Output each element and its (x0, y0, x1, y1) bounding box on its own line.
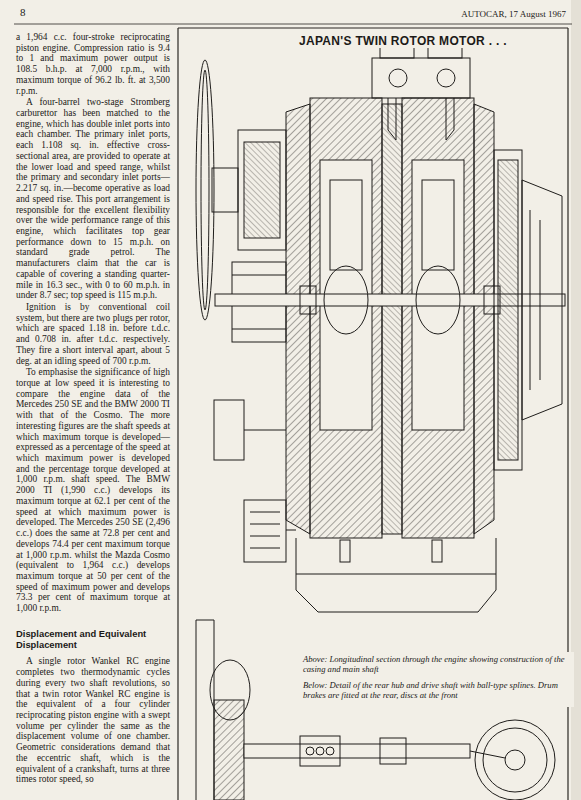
filter-rib (250, 512, 280, 513)
spline-ball (316, 747, 324, 755)
fan-hub (212, 168, 238, 212)
running-head: AUTOCAR, 17 August 1967 (360, 9, 566, 19)
body-text: a 1,964 c.c. four-stroke reciprocating p… (16, 32, 170, 96)
hub-flange (196, 620, 214, 800)
text-column: a 1,964 c.c. four-stroke reciprocating p… (16, 32, 170, 786)
carburettor (372, 58, 470, 98)
front-cover (286, 104, 310, 534)
clutch-plate (540, 220, 541, 380)
spline-ball (326, 747, 334, 755)
column-rule (177, 28, 178, 800)
figure-caption: Below: Detail of the rear hub and drive … (303, 680, 571, 701)
eccentric-lobe (416, 266, 460, 334)
filter-rib (250, 524, 280, 525)
frame-rule (178, 27, 568, 28)
inlet-port (446, 98, 447, 140)
rear-hub-detail (196, 620, 555, 800)
page-number: 8 (20, 6, 50, 18)
inlet-manifold (388, 98, 454, 140)
rear-rotor-housing (402, 98, 474, 538)
water-pump (244, 142, 280, 238)
figure-caption: Above: Longitudinal section through the … (303, 654, 571, 675)
body-text: A four-barrel two-stage Stromberg carbur… (16, 97, 170, 301)
article-title: JAPAN'S TWIN ROTOR MOTOR . . . (296, 34, 510, 48)
axle-end (470, 751, 505, 758)
intermediate-housing (382, 104, 402, 534)
oil-level (296, 574, 496, 575)
oil-filter (244, 500, 286, 562)
rear-cover (474, 104, 494, 534)
filter-rib (250, 548, 280, 549)
brake-shoe (483, 728, 547, 792)
longitudinal-section (196, 44, 565, 612)
inlet-port (396, 98, 397, 140)
filter-rib (250, 536, 280, 537)
pulley (238, 130, 286, 250)
body-text: To emphasise the significance of high to… (16, 367, 170, 614)
universal-joint (380, 738, 406, 764)
header-rule (14, 24, 572, 25)
flywheel-ring (498, 160, 518, 460)
disc-rim (210, 660, 250, 720)
fan-blade (201, 70, 209, 310)
body-text: Ignition is by conventional coil system,… (16, 302, 170, 366)
pulley-groove (232, 275, 286, 276)
ball-spline (300, 736, 340, 766)
distributor (214, 400, 244, 460)
section-heading: Displacement and Equivalent Displacement (16, 628, 170, 651)
brake-drum (475, 720, 555, 800)
clutch-plate (530, 210, 531, 390)
front-rotor-housing (310, 98, 382, 538)
choke-tube (437, 69, 455, 87)
spark-plug (340, 540, 350, 562)
hub-flange (196, 620, 197, 800)
oil-line (286, 530, 296, 531)
rotor-recess (422, 180, 454, 270)
drive-shaft (244, 744, 470, 758)
caption-block: Above: Longitudinal section through the … (300, 652, 574, 707)
spline-ball (306, 747, 314, 755)
pulley-groove (232, 329, 286, 330)
flywheel (494, 150, 522, 470)
spark-plug (432, 540, 442, 562)
clutch-housing (522, 180, 562, 420)
eccentric-lobe (324, 266, 368, 334)
main-bearing (300, 286, 316, 314)
choke-tube (389, 69, 407, 87)
body-text: A single rotor Wankel RC engine complete… (16, 656, 170, 785)
drum-centre (505, 750, 525, 770)
oil-pan (296, 538, 496, 612)
fan-blade (196, 60, 214, 320)
distributor-drive (244, 430, 286, 431)
rotor-recess (330, 180, 362, 270)
